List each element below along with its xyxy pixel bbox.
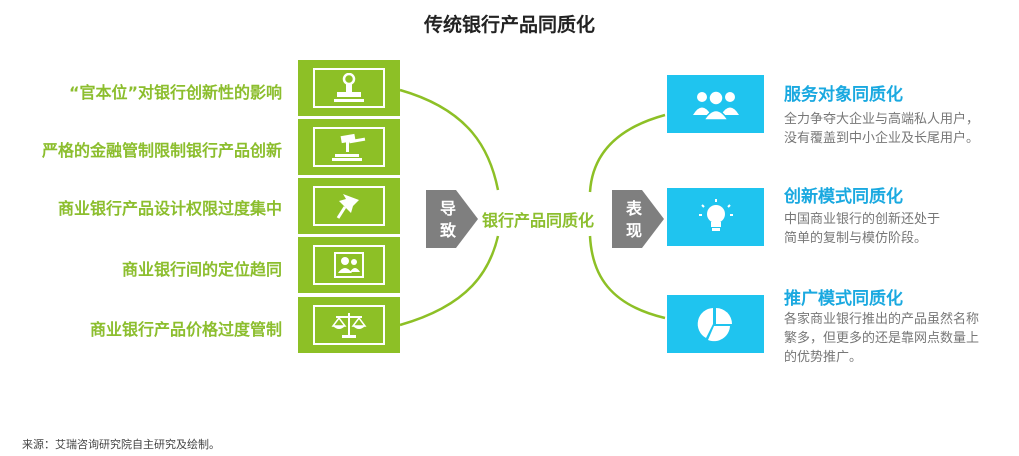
cause-box-5 <box>298 297 400 353</box>
result-box-3 <box>667 295 764 353</box>
center-label: 银行产品同质化 <box>482 211 595 230</box>
result-title-2: 创新模式同质化 <box>784 187 903 207</box>
connector-curve-top-left <box>399 88 500 191</box>
cause-box-1 <box>298 60 400 116</box>
arrow-right-label: 表 现 <box>622 198 646 242</box>
arrow-left-shape <box>426 190 478 248</box>
cause-label-4: 商业银行间的定位趋同 <box>121 260 282 279</box>
cause-box-4 <box>298 237 400 293</box>
cause-label-2: 严格的金融管制限制银行产品创新 <box>41 141 282 160</box>
scale-icon <box>313 305 385 345</box>
cause-box-2 <box>298 119 400 175</box>
result-desc-3: 各家商业银行推出的产品虽然名称 繁多，但更多的还是靠网点数量上 的优势推广。 <box>784 312 980 365</box>
diagram-title: 传统银行产品同质化 <box>423 14 595 36</box>
cause-label-5: 商业银行产品价格过度管制 <box>89 320 282 339</box>
result-box-1 <box>667 75 764 133</box>
arrow-right-char-1: 表 <box>625 199 642 218</box>
cause-label-1: “官本位”对银行创新性的影响 <box>68 83 282 102</box>
people-icon <box>692 90 739 121</box>
connector-curve-bottom-left <box>399 235 500 327</box>
pie-chart-icon <box>697 308 732 342</box>
connector-curve-top-right <box>588 113 666 193</box>
result-title-1: 服务对象同质化 <box>784 85 903 105</box>
arrow-right-char-2: 现 <box>625 221 642 240</box>
result-desc-2: 中国商业银行的创新还处于 简单的复制与模仿阶段。 <box>784 212 941 246</box>
cause-label-3: 商业银行产品设计权限过度集中 <box>57 199 282 218</box>
source-note: 来源：艾瑞咨询研究院自主研究及绘制。 <box>22 438 220 451</box>
pushpin-icon <box>313 186 385 226</box>
arrow-right-shape <box>612 190 664 248</box>
arrow-left-char-1: 导 <box>439 199 456 218</box>
arrow-left-label: 导 致 <box>436 198 460 242</box>
gavel-icon <box>313 127 385 167</box>
arrow-left-char-2: 致 <box>439 221 456 240</box>
result-desc-1: 全力争夺大企业与高端私人用户， 没有覆盖到中小企业及长尾用户。 <box>784 112 980 146</box>
cause-box-3 <box>298 178 400 234</box>
lightbulb-icon <box>698 199 733 231</box>
result-box-2 <box>667 188 764 246</box>
result-title-3: 推广模式同质化 <box>784 289 903 309</box>
stamp-icon <box>313 68 385 108</box>
user-group-icon <box>313 245 385 285</box>
connector-curve-bottom-right <box>588 235 666 320</box>
